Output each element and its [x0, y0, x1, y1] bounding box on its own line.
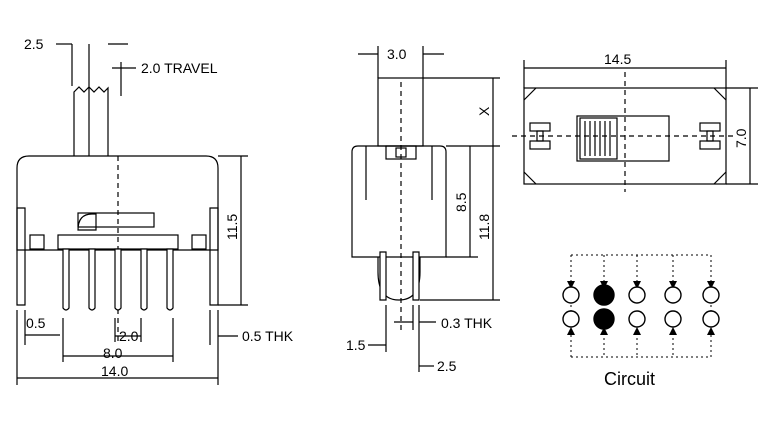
circuit-contact-bottom-2 [593, 308, 615, 330]
circuit-contact-top-3 [628, 286, 646, 304]
side-pin-spacing-label: 2.5 [437, 358, 457, 374]
circuit-contact-bottom-3 [628, 310, 646, 328]
circuit-contact-top-5 [702, 286, 720, 304]
front-pins [62, 248, 174, 311]
side-knob-width-label: 3.0 [387, 46, 407, 62]
front-knob-width-label: 2.5 [24, 36, 44, 52]
front-travel-label: 2.0 TRAVEL [141, 60, 218, 76]
front-total-width-label: 14.0 [101, 363, 128, 379]
top-width-label: 7.0 [733, 128, 749, 148]
slider-grip [584, 121, 611, 156]
circuit-contact-top-4 [664, 286, 682, 304]
front-height-label: 11.5 [224, 214, 240, 240]
circuit-contact-bottom-1 [562, 310, 580, 328]
top-length-label: 14.5 [604, 51, 631, 67]
top-view: 14.5 7.0 [512, 51, 758, 192]
circuit-label: Circuit [604, 369, 655, 389]
front-pin-span-label: 8.0 [103, 345, 123, 361]
circuit-diagram: Circuit [562, 254, 720, 389]
circuit-contact-top-2 [593, 284, 615, 306]
circuit-contact-top-1 [562, 286, 580, 304]
front-thickness-label: 0.5 THK [242, 328, 294, 344]
front-side-offset-label: 0.5 [26, 315, 46, 331]
side-view: 3.0 X 8.5 11.8 0.3 THK 1.5 2.5 [346, 46, 500, 374]
side-pin-thickness-label: 0.3 THK [441, 315, 493, 331]
front-view: 2.5 2.0 TRAVEL 11.5 0.5 2.0 8.0 14.0 [16, 36, 294, 385]
side-total-height-label: 11.8 [476, 214, 492, 240]
side-body-height-label: 8.5 [453, 192, 469, 212]
side-pin-offset-label: 1.5 [346, 337, 366, 353]
circuit-contacts [562, 284, 720, 330]
circuit-contact-bottom-5 [702, 310, 720, 328]
circuit-contact-bottom-4 [664, 310, 682, 328]
side-knob-height-label: X [476, 106, 492, 116]
front-pitch-label: 2.0 [119, 328, 139, 344]
